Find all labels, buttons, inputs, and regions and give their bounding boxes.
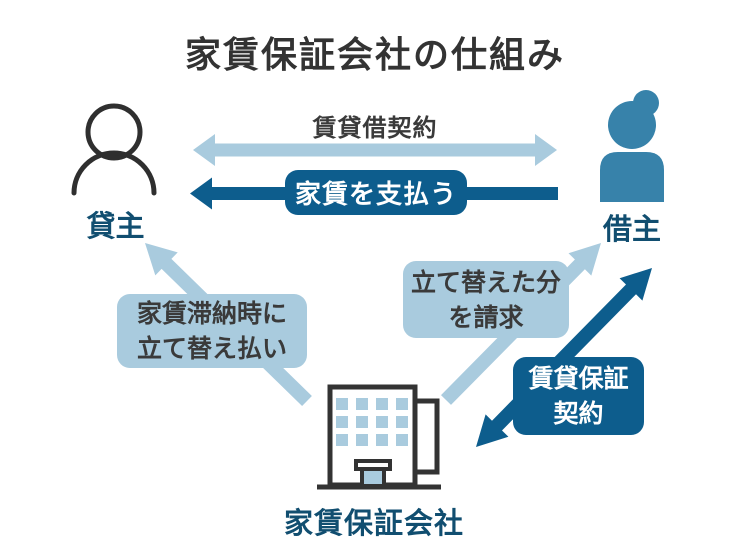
building-icon [315,382,450,495]
advance-payment-line2: 立て替え払い [136,334,287,363]
company-label: 家賃保証会社 [283,506,464,540]
guarantee-line1: 賃貸保証 [528,364,629,393]
claim-line2: を請求 [448,302,524,332]
tenant-label: 借主 [602,212,661,246]
pay-rent-badge: 家賃を支払う [285,170,467,215]
claim-badge: 立て替えた分 を請求 [403,261,569,338]
guarantee-line2: 契約 [553,399,604,428]
person-filled-icon [592,88,677,202]
person-outline-icon [58,96,173,201]
lease-contract-label: 賃貸借契約 [312,114,438,142]
page-title: 家賃保証会社の仕組み [184,35,565,76]
landlord-label: 貸主 [86,209,145,243]
guarantee-badge: 賃貸保証 契約 [513,357,644,435]
lease-double-arrow-icon [190,130,565,170]
advance-payment-badge: 家賃滞納時に 立て替え払い [117,294,307,368]
advance-payment-line1: 家賃滞納時に [136,299,287,328]
claim-line1: 立て替えた分 [410,267,561,297]
